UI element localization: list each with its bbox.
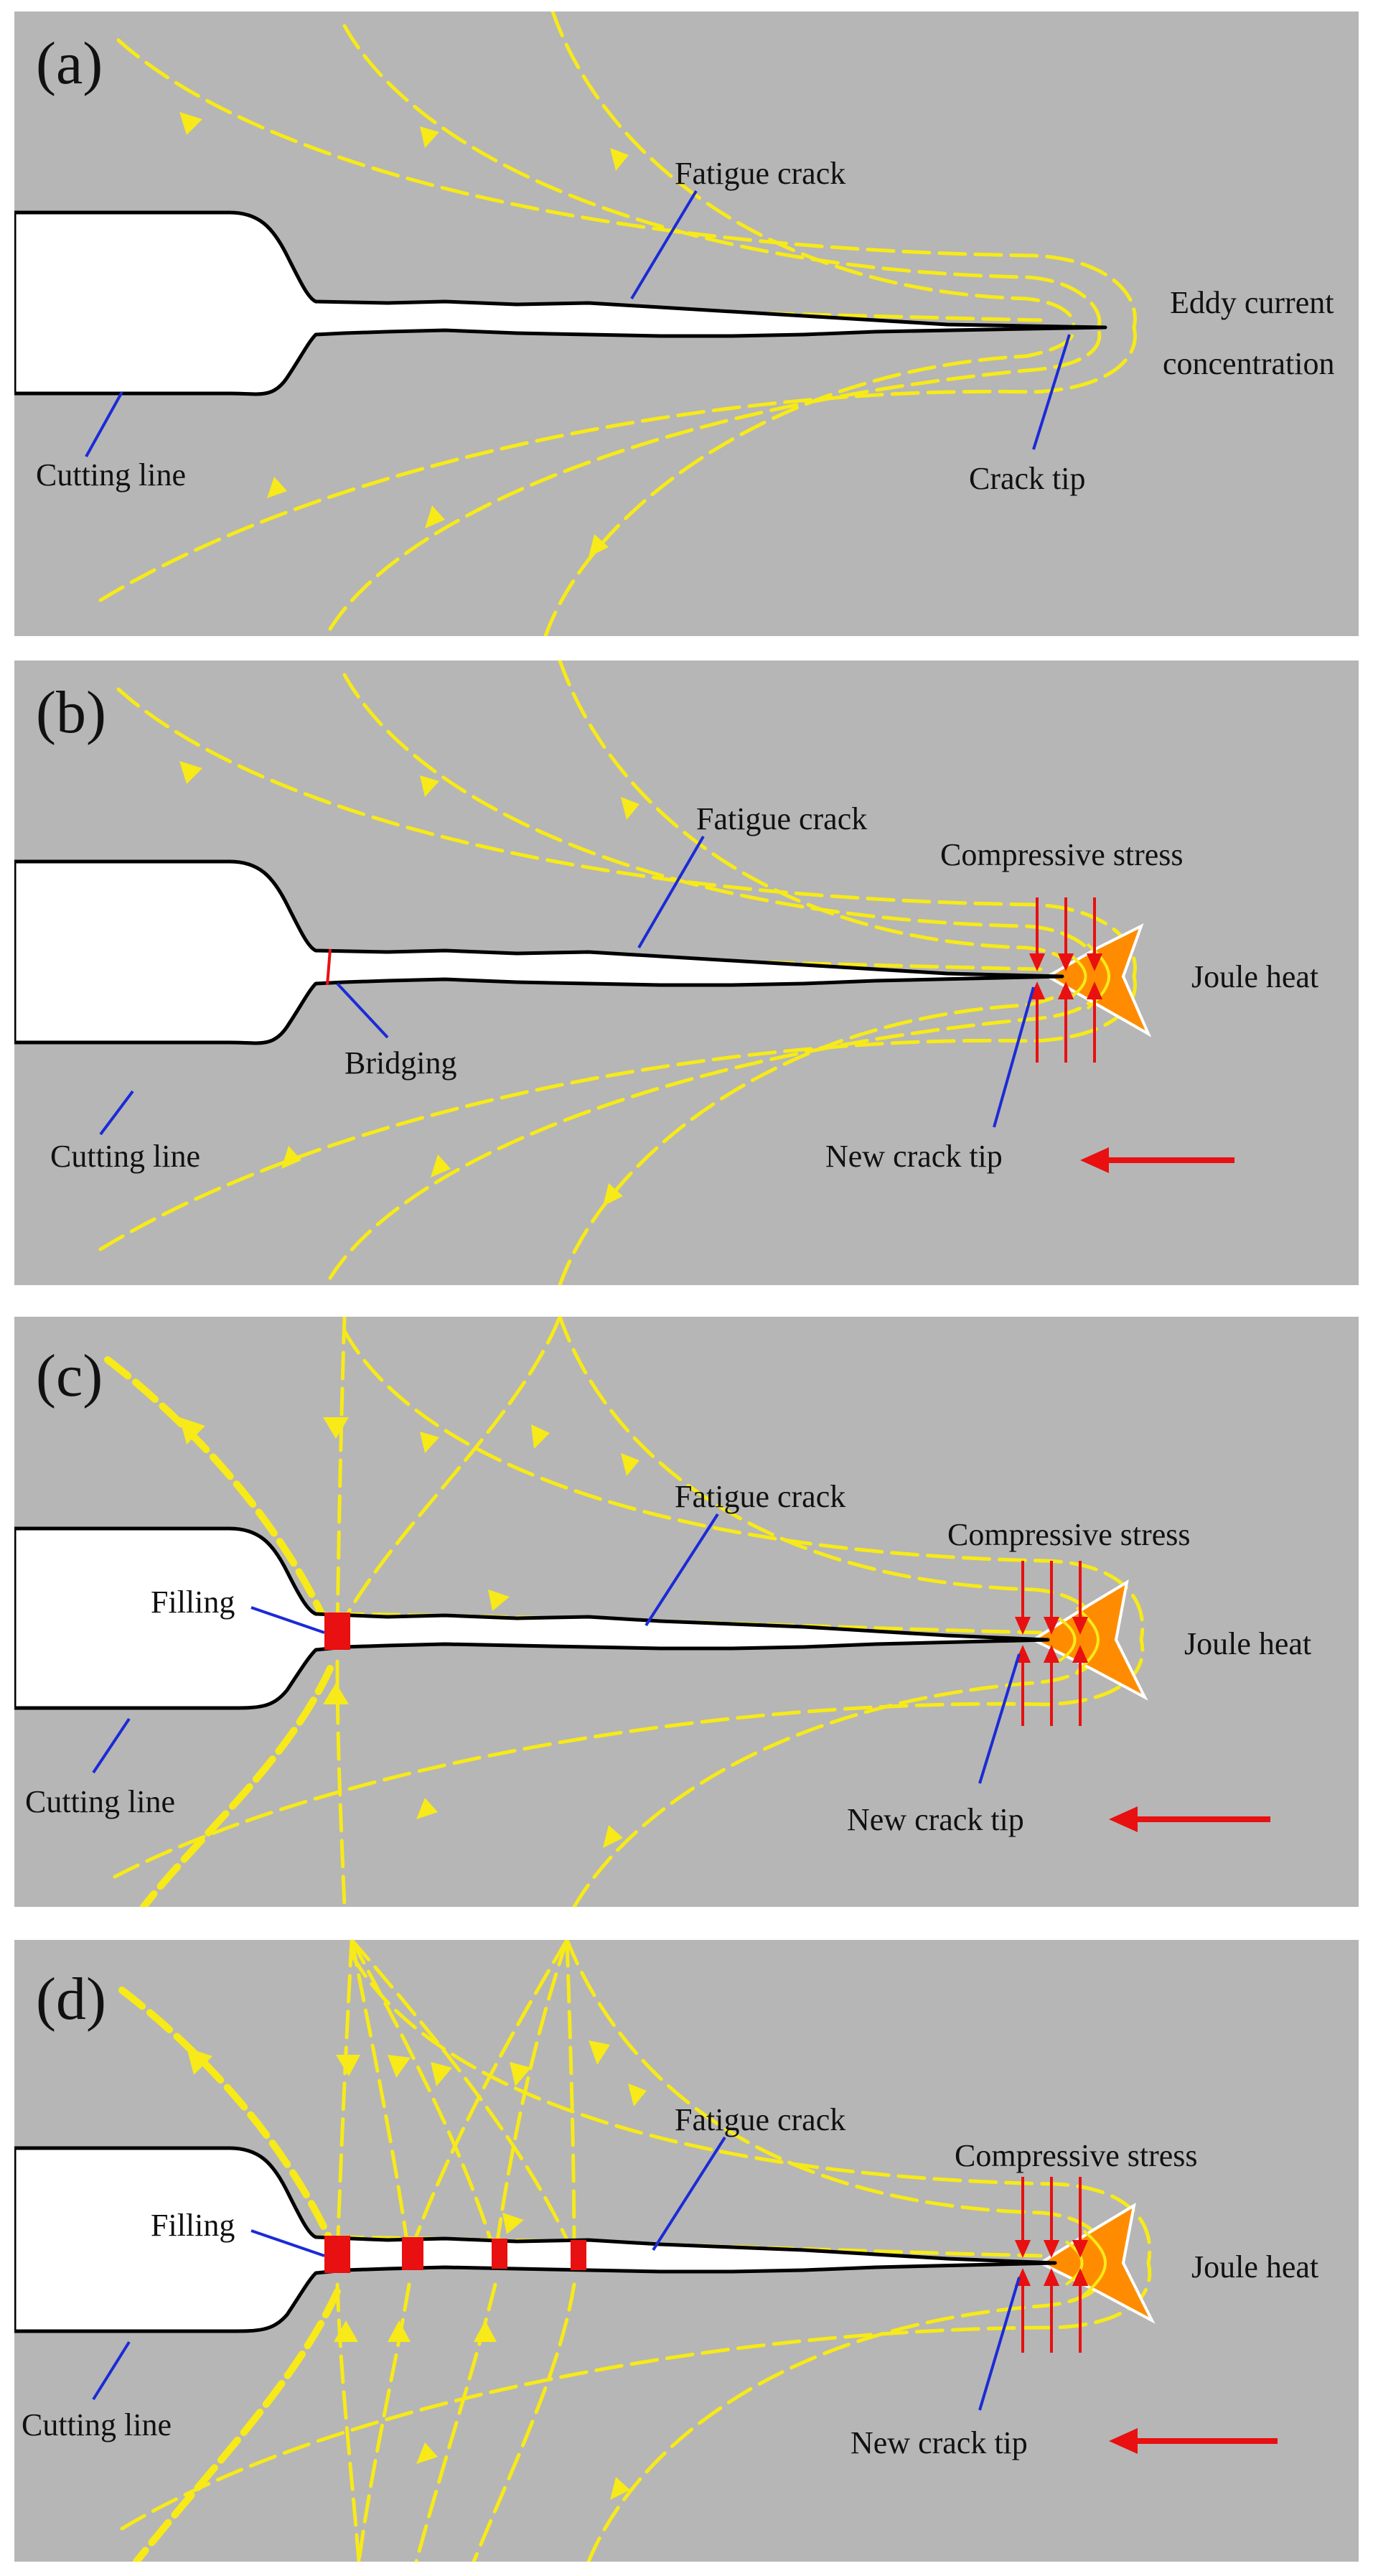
new-crack-tip-leader — [978, 2277, 1021, 2411]
cutting-line-leader — [85, 391, 123, 457]
crack-tip-label: Crack tip — [969, 461, 1086, 496]
specimen-notch — [14, 859, 1064, 1045]
cutting-line-leader — [92, 1717, 131, 1774]
compressive-stress-arrows — [1014, 2177, 1089, 2353]
specimen-notch — [14, 210, 1107, 396]
cutting-line-label: Cutting line — [25, 1784, 175, 1819]
joule-heat-star — [1037, 2202, 1156, 2324]
compressive-stress-label: Compressive stress — [955, 2138, 1198, 2173]
eddy-current-lines — [14, 661, 1137, 1285]
propagation-arrow — [1080, 1147, 1234, 1173]
fatigue-crack-label: Fatigue crack — [675, 2102, 845, 2137]
filling-marks — [324, 2236, 586, 2273]
compressive-stress-label: Compressive stress — [940, 837, 1184, 872]
cutting-line-label: Cutting line — [50, 1139, 200, 1174]
specimen-notch — [14, 2146, 1057, 2333]
joule-heat-label: Joule heat — [1191, 959, 1318, 994]
flow-arrowheads — [179, 112, 629, 557]
fatigue-crack-label: Fatigue crack — [696, 801, 867, 836]
cutting-line-leader — [92, 2341, 131, 2401]
flow-arrowheads — [179, 1417, 639, 1848]
panel-label: (a) — [36, 30, 103, 97]
fatigue-crack-leader — [645, 1513, 719, 1627]
filling-mark — [324, 1613, 350, 1650]
fatigue-crack-leader — [637, 835, 705, 949]
bridging-leader — [336, 982, 389, 1039]
propagation-arrow — [1109, 1806, 1270, 1832]
filling-label: Filling — [151, 2208, 235, 2243]
fatigue-crack-leader — [652, 2136, 726, 2251]
eddy-current-label: Eddy current — [1170, 285, 1334, 320]
panel-c: (c) Fatigue crack Compressive stress Fil… — [14, 1317, 1359, 1907]
panel-b: (b) Fatigue crack Compressive stress Jou… — [14, 661, 1359, 1285]
new-crack-tip-leader — [978, 1653, 1021, 1784]
panel-label: (c) — [36, 1343, 103, 1409]
cutting-line-label: Cutting line — [36, 457, 186, 493]
panel-a: (a) Fatigue crack Eddy current concentra… — [14, 11, 1359, 636]
specimen-notch — [14, 1526, 1050, 1710]
panel-a-diagram: (a) Fatigue crack Eddy current concentra… — [14, 11, 1334, 636]
panel-d-diagram: (d) Fatigue crack Compressive stress Fil… — [14, 1940, 1318, 2562]
panel-b-diagram: (b) Fatigue crack Compressive stress Jou… — [14, 661, 1318, 1285]
joule-heat-star — [1044, 923, 1152, 1037]
new-crack-tip-label: New crack tip — [825, 1139, 1003, 1174]
joule-heat-star — [1030, 1579, 1148, 1701]
panel-label: (b) — [36, 679, 106, 746]
joule-heat-label: Joule heat — [1191, 2249, 1318, 2285]
panel-c-diagram: (c) Fatigue crack Compressive stress Fil… — [14, 1317, 1311, 1907]
crack-tip-leader — [1032, 334, 1071, 450]
flow-arrowheads — [187, 2040, 647, 2500]
heat-arcs — [1057, 1606, 1100, 1674]
filling-leader — [250, 1606, 325, 1634]
filling-leader — [250, 2229, 325, 2257]
propagation-arrow — [1109, 2428, 1278, 2454]
flow-arrowheads — [179, 761, 639, 1206]
cutting-line-label: Cutting line — [22, 2407, 172, 2442]
new-crack-tip-leader — [993, 986, 1035, 1128]
new-crack-tip-label: New crack tip — [850, 2425, 1028, 2460]
fatigue-crack-label: Fatigue crack — [675, 1479, 845, 1514]
bridging-mark — [326, 948, 332, 986]
heat-arcs — [1064, 2229, 1107, 2297]
panel-label: (d) — [36, 1966, 106, 2033]
joule-heat-label: Joule heat — [1184, 1626, 1311, 1661]
bridging-label: Bridging — [345, 1045, 456, 1081]
fatigue-crack-label: Fatigue crack — [675, 156, 845, 191]
panel-d: (d) Fatigue crack Compressive stress Fil… — [14, 1940, 1359, 2562]
new-crack-tip-label: New crack tip — [847, 1802, 1024, 1837]
compressive-stress-arrows — [1014, 1561, 1089, 1726]
filling-label: Filling — [151, 1585, 235, 1620]
fatigue-crack-leader — [630, 190, 698, 300]
compressive-stress-arrows — [1028, 897, 1103, 1063]
cutting-line-leader — [99, 1090, 134, 1136]
concentration-label: concentration — [1163, 346, 1334, 381]
compressive-stress-label: Compressive stress — [947, 1517, 1191, 1552]
